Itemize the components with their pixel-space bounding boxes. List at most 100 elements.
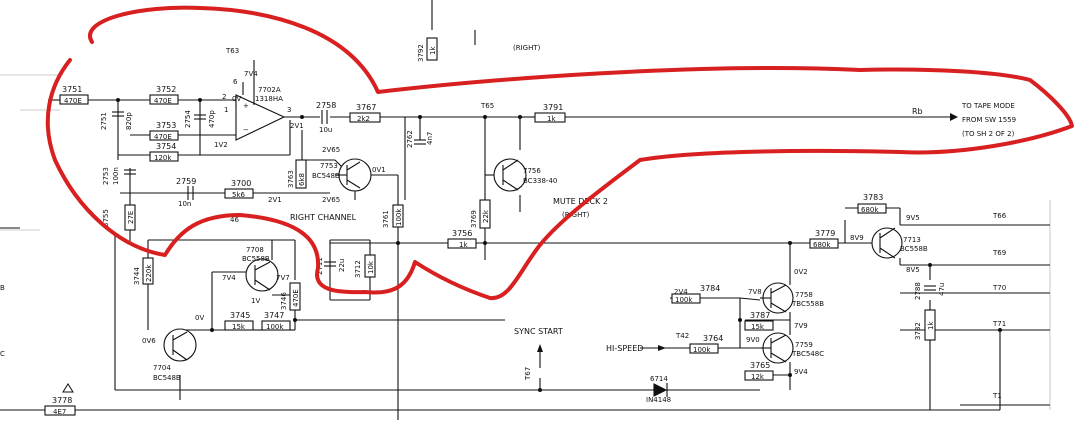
transistor-7759: 7759 TBC548C xyxy=(760,332,824,364)
svg-text:3778: 3778 xyxy=(52,396,72,405)
svg-text:470E: 470E xyxy=(154,133,172,141)
svg-text:10u: 10u xyxy=(319,126,332,134)
resistor-3755: 3755 27E xyxy=(102,204,136,231)
svg-text:46: 46 xyxy=(230,216,239,224)
transistors: 7753 BC548B 7756 BC338-40 7708 BC558B 77… xyxy=(153,158,928,382)
right-channel-label: RIGHT CHANNEL xyxy=(290,213,357,222)
transistor-7708: 7708 BC558B xyxy=(242,246,279,292)
resistor-3783: 3783 680k xyxy=(857,193,887,214)
resistor-3751: 3751 470E xyxy=(59,85,89,105)
svg-text:1k: 1k xyxy=(429,46,437,55)
svg-text:4E7: 4E7 xyxy=(53,408,66,416)
capacitor-2711: 2711 22u xyxy=(316,257,346,275)
svg-text:12k: 12k xyxy=(751,373,765,381)
svg-text:2762: 2762 xyxy=(406,130,414,148)
svg-text:BC338-40: BC338-40 xyxy=(523,177,557,185)
wiring xyxy=(0,0,1050,420)
svg-text:IN4148: IN4148 xyxy=(646,396,671,404)
svg-text:2758: 2758 xyxy=(316,101,336,110)
resistor-3747: 3747 100k xyxy=(261,311,291,331)
svg-text:7V7: 7V7 xyxy=(276,274,290,282)
resistor-3784-upper: 3784 100k xyxy=(671,284,720,304)
svg-text:9V5: 9V5 xyxy=(906,214,920,222)
red-marker-outline xyxy=(45,5,1074,301)
capacitor-2762: 2762 4n7 xyxy=(406,130,434,148)
resistor-3744: 3744 220k xyxy=(133,257,154,285)
svg-text:2759: 2759 xyxy=(176,177,196,186)
svg-text:7V9: 7V9 xyxy=(794,322,808,330)
svg-text:BC558B: BC558B xyxy=(242,255,270,263)
pin-1: 1 xyxy=(224,106,228,114)
output-arrow xyxy=(950,113,958,121)
resistor-3767: 3767 2k2 xyxy=(349,103,381,123)
svg-text:470E: 470E xyxy=(154,97,172,105)
svg-text:TBC558B: TBC558B xyxy=(791,300,824,308)
svg-text:1k: 1k xyxy=(459,241,468,249)
svg-text:C: C xyxy=(0,350,5,358)
resistor-3712: 3712 10k xyxy=(354,254,376,278)
svg-text:2788: 2788 xyxy=(914,282,922,300)
svg-text:3763: 3763 xyxy=(287,170,295,188)
svg-text:BC548B: BC548B xyxy=(153,374,181,382)
svg-text:3779: 3779 xyxy=(815,229,835,238)
svg-text:100k: 100k xyxy=(675,296,693,304)
svg-text:3755: 3755 xyxy=(102,209,110,227)
svg-text:T1: T1 xyxy=(992,392,1002,400)
svg-text:3700: 3700 xyxy=(231,179,251,188)
svg-text:0V: 0V xyxy=(232,95,241,103)
rb-label: Rb xyxy=(912,107,923,116)
to-tape-label-1: TO TAPE MODE xyxy=(961,102,1015,110)
svg-text:2V4: 2V4 xyxy=(674,288,688,296)
svg-text:T67: T67 xyxy=(524,367,532,381)
svg-text:2k2: 2k2 xyxy=(357,115,370,123)
svg-text:T42: T42 xyxy=(675,332,689,340)
svg-text:470E: 470E xyxy=(292,289,300,307)
svg-text:7704: 7704 xyxy=(153,364,171,372)
svg-text:100k: 100k xyxy=(395,208,403,226)
svg-text:3744: 3744 xyxy=(133,267,141,285)
svg-text:0V1: 0V1 xyxy=(372,166,386,174)
resistor-3791: 3791 1k xyxy=(534,103,566,123)
svg-text:3746: 3746 xyxy=(280,292,288,310)
pin-3: 3 xyxy=(287,106,291,114)
transistor-7758: 7758 TBC558B xyxy=(760,282,824,314)
pin-2: 2 xyxy=(222,93,226,101)
capacitor-2754: 2754 470p xyxy=(184,110,216,128)
svg-text:3792: 3792 xyxy=(417,44,425,62)
arrows xyxy=(62,113,958,393)
svg-text:3712: 3712 xyxy=(354,260,362,278)
pin-6: 6 xyxy=(233,78,238,86)
svg-text:100n: 100n xyxy=(112,167,120,185)
opamp-part: 1318HA xyxy=(255,95,283,103)
right-top-label: (RIGHT) xyxy=(513,44,541,52)
resistor-3761: 3761 100k xyxy=(382,204,404,228)
svg-text:3761: 3761 xyxy=(382,210,390,228)
resistor-3765: 3765 12k xyxy=(744,361,774,381)
svg-text:1V2: 1V2 xyxy=(214,141,228,149)
svg-text:100k: 100k xyxy=(266,323,284,331)
svg-text:3764: 3764 xyxy=(703,334,723,343)
svg-text:22u: 22u xyxy=(338,259,346,272)
svg-text:1V: 1V xyxy=(251,297,260,305)
resistors: 3751 470E 3752 470E 3753 470E 3754 120k … xyxy=(44,37,936,416)
sync-start-arrow xyxy=(537,344,543,352)
svg-text:9V0: 9V0 xyxy=(746,336,760,344)
svg-text:3751: 3751 xyxy=(62,85,82,94)
svg-text:7V8: 7V8 xyxy=(748,288,762,296)
svg-text:470E: 470E xyxy=(64,97,82,105)
svg-text:3783: 3783 xyxy=(863,193,883,202)
resistor-3756: 3756 1k xyxy=(447,229,477,249)
transistor-7756: 7756 BC338-40 xyxy=(493,158,557,192)
hi-speed-arrow xyxy=(658,345,666,351)
to-tape-label-2: FROM SW 1559 xyxy=(962,116,1016,124)
capacitor-2751: 2751 820p xyxy=(100,111,133,130)
resistor-3769: 3769 22k xyxy=(470,199,491,229)
svg-text:680k: 680k xyxy=(861,206,879,214)
svg-text:0V6: 0V6 xyxy=(142,337,156,345)
svg-text:15k: 15k xyxy=(751,323,765,331)
svg-text:1k: 1k xyxy=(927,321,935,330)
svg-text:470p: 470p xyxy=(208,110,216,128)
svg-text:BC558B: BC558B xyxy=(900,245,928,253)
resistor-3752: 3752 470E xyxy=(149,85,179,105)
svg-text:2751: 2751 xyxy=(100,112,108,130)
